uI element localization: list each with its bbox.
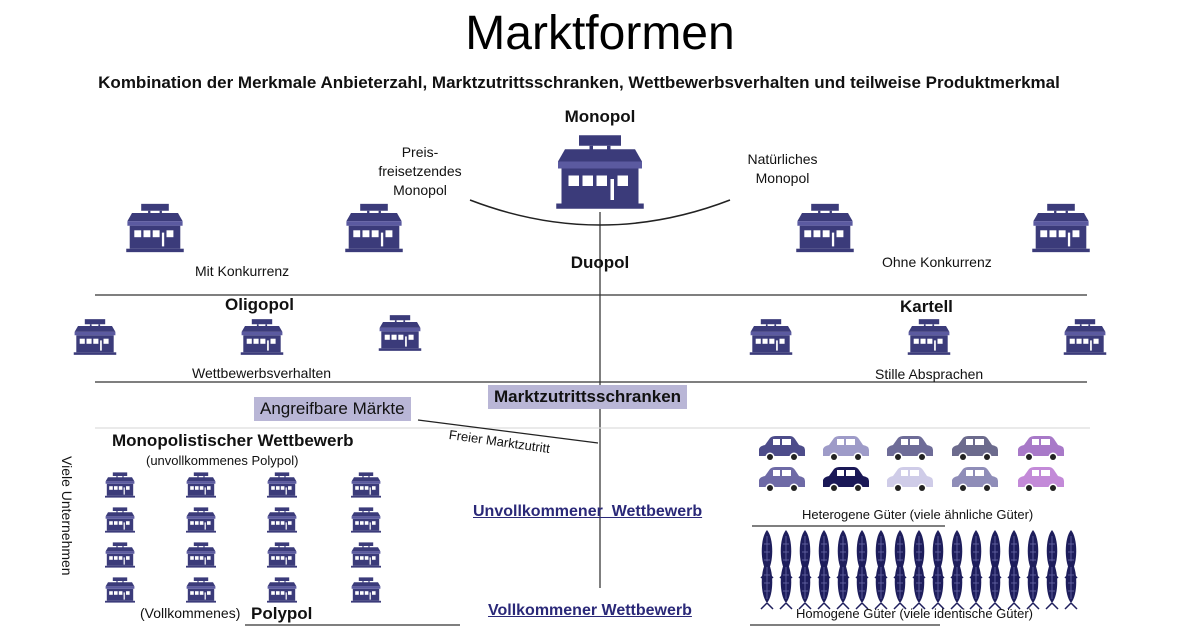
monopolistischer-wettbewerb-label: Monopolistischer Wettbewerb <box>112 431 354 450</box>
vollkommenes-prefix-label: (Vollkommenes) <box>140 605 241 621</box>
car-icon <box>759 436 805 462</box>
heterogene-gueter-label: Heterogene Güter (viele ähnliche Güter) <box>802 507 1034 522</box>
natuerliches-monopol-label: Natürliches Monopol <box>725 150 840 188</box>
corn-icon <box>836 560 850 610</box>
kartell-shop-icon <box>749 319 793 355</box>
natuerliches-line-2: Monopol <box>755 170 810 186</box>
corn-icon <box>874 560 888 610</box>
preisfreisetzendes-monopol-label: Preis- freisetzendes Monopol <box>360 143 480 200</box>
corn-icon <box>798 560 812 610</box>
polypol-shop-icon <box>267 507 297 533</box>
preisfreisetzendes-line-2: freisetzendes <box>378 163 462 179</box>
stille-absprachen-label: Stille Absprachen <box>875 366 984 382</box>
polypol-shop-icon <box>186 507 216 533</box>
polypol-shop-icon <box>105 577 135 603</box>
car-icon <box>887 436 933 462</box>
preisfreisetzendes-line-1: Preis- <box>401 144 439 160</box>
polypol-shop-icon <box>351 542 381 568</box>
polypol-shop-icon <box>351 577 381 603</box>
unvollkommener-wettbewerb-link[interactable]: Unvollkommener Wettbewerb <box>473 503 703 520</box>
page-subtitle: Kombination der Merkmale Anbieterzahl, M… <box>98 73 1060 92</box>
car-icon <box>823 467 869 493</box>
kartell-shop-icon <box>907 319 951 355</box>
preisfreisetzendes-line-3: Monopol <box>393 182 447 198</box>
duopol-shop-icon <box>126 203 184 253</box>
ohne-konkurrenz-label: Ohne Konkurrenz <box>882 254 992 270</box>
polypol-shop-icon <box>267 577 297 603</box>
duopol-shop-icon <box>1032 203 1090 253</box>
duopol-label: Duopol <box>570 253 630 272</box>
kartell-label: Kartell <box>900 297 953 316</box>
car-icon <box>952 467 998 493</box>
angreifbare-maerkte-box: Angreifbare Märkte <box>254 397 411 421</box>
corn-icon <box>817 560 831 610</box>
vollkommener-wettbewerb-link[interactable]: Vollkommener Wettbewerb <box>488 602 692 619</box>
corn-icon <box>912 560 926 610</box>
polypol-shop-icon <box>105 472 135 498</box>
car-icon <box>887 467 933 493</box>
polypol-shop-icon <box>186 577 216 603</box>
oligopol-label: Oligopol <box>225 295 294 314</box>
mit-konkurrenz-label: Mit Konkurrenz <box>195 263 290 279</box>
viele-unternehmen-label: Viele Unternehmen <box>59 456 75 576</box>
corn-icon <box>1045 560 1059 610</box>
page-title: Marktformen <box>465 7 735 60</box>
corn-icon <box>931 560 945 610</box>
oligopol-shop-icon <box>73 319 117 355</box>
corn-icon <box>1007 560 1021 610</box>
monopol-shop-icon <box>556 135 644 209</box>
freier-marktzutritt-pointer <box>417 419 599 444</box>
corn-icon <box>855 560 869 610</box>
corn-icon <box>779 560 793 610</box>
polypol-shop-icon <box>351 507 381 533</box>
car-icon <box>823 436 869 462</box>
corn-icon <box>950 560 964 610</box>
polypol-shop-icon <box>267 542 297 568</box>
corn-icon <box>760 560 774 610</box>
kartell-shop-icon <box>1063 319 1107 355</box>
polypol-shop-icon <box>105 542 135 568</box>
polypol-shop-icon <box>267 472 297 498</box>
wettbewerbsverhalten-label: Wettbewerbsverhalten <box>192 365 332 381</box>
homogene-gueter-label: Homogene Güter (viele identische Güter) <box>796 606 1034 621</box>
car-icon <box>1018 436 1064 462</box>
oligopol-shop-icon <box>378 315 422 351</box>
monopol-arc <box>469 199 731 226</box>
natuerliches-line-1: Natürliches <box>747 151 818 167</box>
duopol-shop-icon <box>345 203 403 253</box>
polypol-shop-icon <box>186 542 216 568</box>
car-icon <box>1018 467 1064 493</box>
marktzutrittsschranken-box: Marktzutrittsschranken <box>488 385 688 409</box>
corn-icon <box>893 560 907 610</box>
polypol-label: Polypol <box>251 604 313 623</box>
polypol-shop-icon <box>105 507 135 533</box>
duopol-shop-icon <box>796 203 854 253</box>
corn-icon <box>988 560 1002 610</box>
car-icon <box>759 467 805 493</box>
unvollkommenes-polypol-label: (unvollkommenes Polypol) <box>146 453 299 468</box>
oligopol-shop-icon <box>240 319 284 355</box>
corn-icon <box>1026 560 1040 610</box>
corn-icon <box>1064 560 1078 610</box>
polypol-shop-icon <box>351 472 381 498</box>
corn-icon <box>969 560 983 610</box>
polypol-shop-icon <box>186 472 216 498</box>
monopol-label: Monopol <box>564 107 636 126</box>
car-icon <box>952 436 998 462</box>
